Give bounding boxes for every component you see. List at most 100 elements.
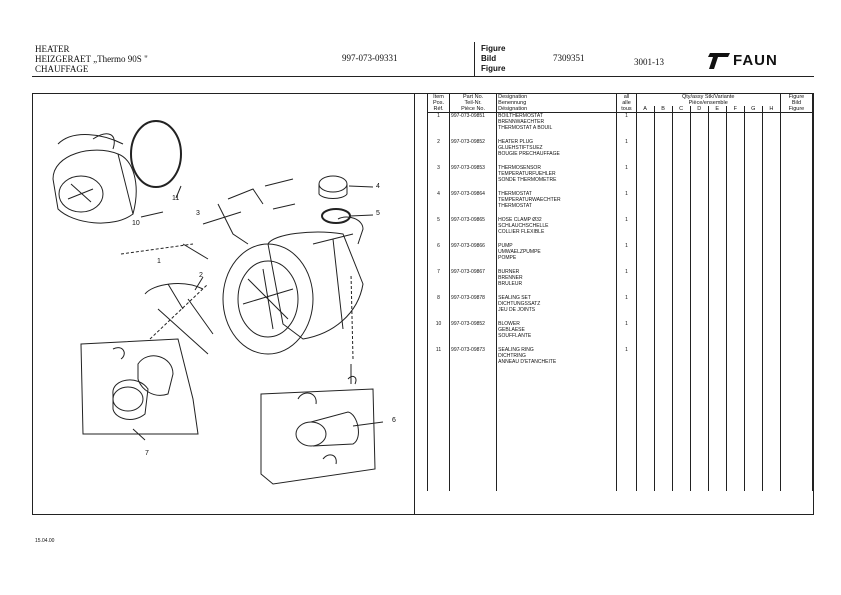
item-cell: 10	[426, 320, 450, 347]
hose-clamp	[321, 208, 351, 224]
figure-cell	[779, 294, 814, 321]
designation-line: BRULEUR	[498, 280, 523, 287]
designation-line: PUMP	[498, 242, 513, 249]
designation-line: THERMOSTAT	[498, 202, 532, 209]
document-title: HEATER HEIZGERAET „Thermo 90S " CHAUFFAG…	[35, 44, 148, 74]
blower-part	[52, 133, 137, 224]
thermostat-part	[318, 175, 348, 199]
empty-cell	[449, 372, 497, 491]
qty-variant-cell	[635, 268, 655, 295]
qty-variant-cell	[653, 190, 673, 217]
qty-variant-cell	[743, 242, 763, 269]
designation-line: GLUEHSTIFTSUEZ	[498, 144, 543, 151]
figure-cell	[779, 268, 814, 295]
empty-cell	[426, 372, 450, 491]
qty-variant-cell	[671, 294, 691, 321]
qty-variant-cell	[635, 164, 655, 191]
qty-variant-cell	[653, 138, 673, 165]
qty-letter: F	[725, 106, 745, 113]
part-number-cell: 997-073-09878	[449, 294, 497, 321]
qty-variant-cell	[671, 164, 691, 191]
qty-variant-cell	[707, 294, 727, 321]
figure-cell	[779, 190, 814, 217]
qty-variant-cell	[671, 242, 691, 269]
designation-line: BURNER	[498, 268, 520, 275]
designation-line: THERMOSTAT A BOUIL	[498, 125, 553, 131]
qty-variant-cell	[725, 138, 745, 165]
qty-all-cell: 1	[616, 320, 637, 347]
heater-body	[222, 216, 364, 355]
col-part-header: Part No.Teil-Nr.Pièce No.	[449, 94, 497, 113]
designation-line: TEMPERATURWAECHTER	[498, 196, 561, 203]
empty-cell	[653, 372, 673, 491]
qty-variant-cell	[653, 346, 673, 373]
part-number-cell: 997-073-09852	[449, 320, 497, 347]
qty-variant-cell	[707, 190, 727, 217]
qty-variant-cell	[689, 216, 709, 243]
callout-2: 2	[199, 272, 203, 279]
empty-cell	[616, 372, 637, 491]
designation-line: UMWAELZPUMPE	[498, 248, 541, 255]
title-line-en: HEATER	[35, 44, 70, 54]
qty-variant-cell	[671, 190, 691, 217]
qty-letter: C	[671, 106, 691, 113]
designation-line: HEATER PLUG	[498, 138, 534, 145]
designation-line: COLLIER FLEXIBLE	[498, 228, 545, 235]
qty-letter: A	[635, 106, 655, 113]
callout-10: 10	[132, 220, 140, 227]
callout-3: 3	[196, 210, 200, 217]
qty-variant-cell	[725, 112, 745, 139]
designation-line: BLOWER	[498, 320, 520, 327]
part-number-cell: 997-073-09852	[449, 138, 497, 165]
burner-part	[112, 347, 174, 420]
header-part-number: 997-073-09331	[342, 53, 398, 63]
qty-all-cell: 1	[616, 112, 637, 139]
designation-line: POMPE	[498, 254, 517, 261]
qty-letter: H	[761, 106, 781, 113]
item-cell: 11	[426, 346, 450, 373]
empty-cell	[689, 372, 709, 491]
figure-labels: Figure Bild Figure	[481, 44, 506, 73]
qty-variant-cell	[653, 242, 673, 269]
qty-variant-cell	[653, 216, 673, 243]
qty-all-cell: 1	[616, 164, 637, 191]
qty-variant-cell	[761, 346, 781, 373]
qty-variant-cell	[707, 216, 727, 243]
sealing-ring	[130, 120, 182, 188]
qty-variant-cell	[743, 138, 763, 165]
empty-cell	[743, 372, 763, 491]
figure-cell	[779, 112, 814, 139]
qty-all-cell: 1	[616, 242, 637, 269]
empty-cell	[496, 372, 617, 491]
qty-variant-cell	[743, 320, 763, 347]
qty-variant-cell	[707, 112, 727, 139]
title-line-fr: CHAUFFAGE	[35, 64, 89, 74]
qty-variant-cell	[689, 112, 709, 139]
qty-variant-cell	[707, 242, 727, 269]
qty-variant-cell	[689, 190, 709, 217]
part-number-cell: 997-073-09864	[449, 190, 497, 217]
table-filler-row	[426, 372, 814, 491]
callout-7: 7	[145, 450, 149, 457]
qty-variant-cell	[761, 242, 781, 269]
designation-line: SONDE THERMOMETRE	[498, 176, 557, 183]
qty-variant-cell	[689, 268, 709, 295]
designation-line: HOSE CLAMP Ø32	[498, 216, 542, 223]
qty-variant-cell	[725, 190, 745, 217]
qty-all-cell: 1	[616, 268, 637, 295]
qty-variant-cell	[671, 320, 691, 347]
